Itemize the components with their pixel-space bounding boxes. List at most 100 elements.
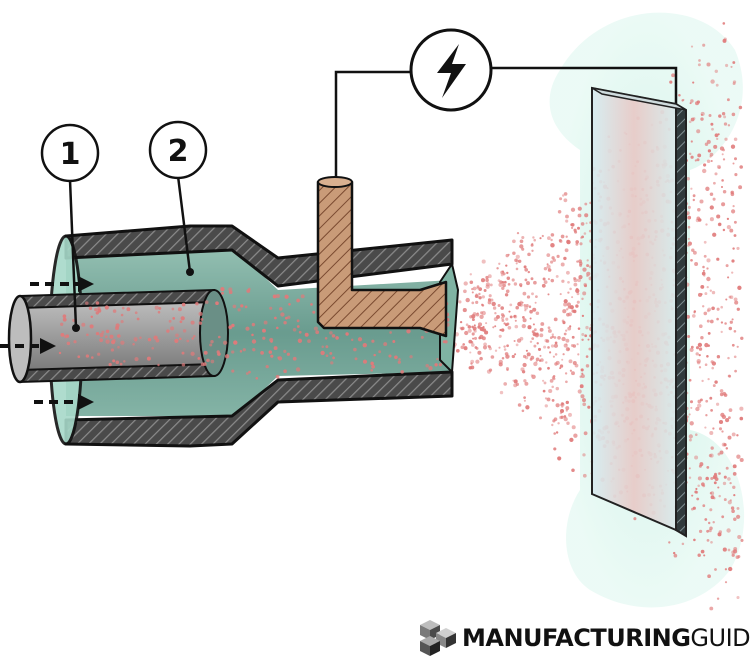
powder-particle: [126, 307, 131, 312]
powder-particle: [197, 356, 201, 360]
powder-particle: [562, 321, 566, 325]
powder-particle: [739, 165, 743, 169]
powder-particle: [500, 316, 504, 320]
powder-particle: [720, 185, 724, 189]
powder-particle: [120, 313, 124, 317]
powder-particle: [566, 308, 569, 311]
powder-particle: [471, 291, 474, 294]
powder-particle: [324, 337, 328, 340]
powder-particle: [580, 374, 585, 379]
powder-particle: [503, 280, 507, 284]
powder-particle: [331, 334, 336, 338]
powder-particle: [522, 318, 527, 323]
powder-particle: [62, 314, 67, 319]
powder-particle: [286, 352, 291, 356]
powder-particle: [496, 267, 499, 270]
powder-particle: [529, 317, 532, 320]
powder-particle: [562, 353, 565, 356]
powder-particle: [709, 508, 713, 512]
powder-particle: [350, 338, 354, 342]
powder-particle: [228, 325, 233, 330]
powder-particle: [284, 294, 289, 299]
powder-particle: [736, 345, 739, 348]
powder-particle: [181, 302, 186, 307]
powder-particle: [717, 472, 721, 475]
powder-particle: [727, 548, 731, 552]
powder-particle: [471, 301, 475, 305]
powder-particle: [696, 129, 701, 134]
powder-particle: [498, 334, 502, 338]
powder-particle: [569, 287, 572, 291]
powder-particle: [497, 303, 501, 308]
powder-particle: [179, 320, 183, 324]
powder-particle: [516, 231, 520, 235]
powder-particle: [292, 356, 297, 361]
powder-particle: [204, 300, 209, 304]
powder-particle: [485, 278, 489, 283]
powder-particle: [709, 205, 714, 210]
powder-particle: [120, 340, 125, 345]
powder-particle: [517, 403, 522, 407]
powder-particle: [168, 319, 172, 323]
powder-particle: [700, 284, 705, 289]
powder-particle: [175, 333, 179, 338]
powder-particle: [706, 62, 711, 67]
powder-particle: [722, 481, 727, 486]
powder-particle: [690, 45, 694, 48]
powder-particle: [292, 328, 297, 332]
powder-particle: [505, 354, 510, 359]
powder-particle: [231, 350, 235, 354]
powder-particle: [478, 296, 482, 300]
powder-particle: [170, 326, 175, 331]
powder-particle: [567, 326, 572, 331]
powder-particle: [535, 357, 540, 362]
powder-particle: [283, 369, 287, 374]
powder-particle: [455, 348, 460, 353]
powder-particle: [206, 359, 209, 362]
powder-particle: [726, 217, 730, 221]
powder-particle: [698, 366, 702, 369]
powder-particle: [732, 61, 736, 64]
powder-particle: [730, 506, 735, 510]
powder-particle: [578, 275, 583, 280]
powder-particle: [712, 520, 715, 524]
powder-particle: [480, 311, 483, 315]
powder-particle: [725, 298, 728, 301]
powder-particle: [171, 307, 175, 311]
powder-particle: [81, 322, 86, 327]
powder-particle: [706, 267, 709, 270]
powder-particle: [582, 453, 586, 457]
powder-particle: [584, 213, 589, 218]
powder-particle: [536, 342, 539, 345]
powder-particle: [694, 455, 699, 460]
powder-particle: [371, 339, 375, 343]
powder-particle: [117, 334, 121, 338]
powder-particle: [733, 137, 738, 142]
powder-particle: [583, 232, 587, 235]
powder-particle: [501, 328, 505, 332]
powder-particle: [737, 535, 742, 539]
powder-particle: [580, 222, 585, 226]
powder-particle: [559, 403, 562, 407]
powder-particle: [244, 305, 248, 309]
powder-particle: [492, 306, 497, 310]
powder-particle: [568, 412, 572, 417]
powder-particle: [686, 177, 690, 181]
powder-particle: [559, 411, 563, 415]
powder-particle: [712, 197, 716, 201]
powder-particle: [733, 547, 738, 551]
powder-particle: [462, 308, 467, 313]
powder-particle: [711, 290, 716, 295]
powder-particle: [551, 333, 554, 336]
powder-particle: [740, 538, 744, 542]
powder-particle: [723, 122, 728, 126]
powder-particle: [688, 378, 692, 382]
powder-particle: [673, 553, 678, 558]
powder-particle: [533, 328, 537, 332]
powder-particle: [542, 389, 546, 393]
powder-particle: [688, 152, 692, 156]
powder-particle: [58, 351, 62, 355]
powder-particle: [695, 346, 700, 350]
powder-particle: [727, 435, 732, 440]
powder-particle: [732, 205, 735, 208]
